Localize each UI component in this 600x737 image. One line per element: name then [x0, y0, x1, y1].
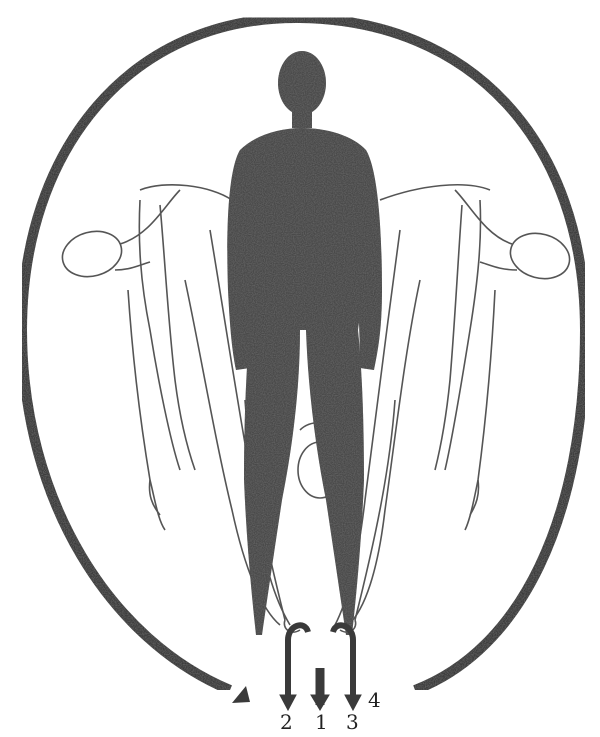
arrow-label-4: 4: [368, 690, 381, 710]
arrow-label-1: 1: [315, 712, 328, 732]
down-arrow-icon: [280, 625, 361, 710]
arrow-label-2: 2: [280, 712, 293, 732]
standing-figure: [227, 51, 382, 635]
arrow-label-3: 3: [346, 712, 359, 732]
